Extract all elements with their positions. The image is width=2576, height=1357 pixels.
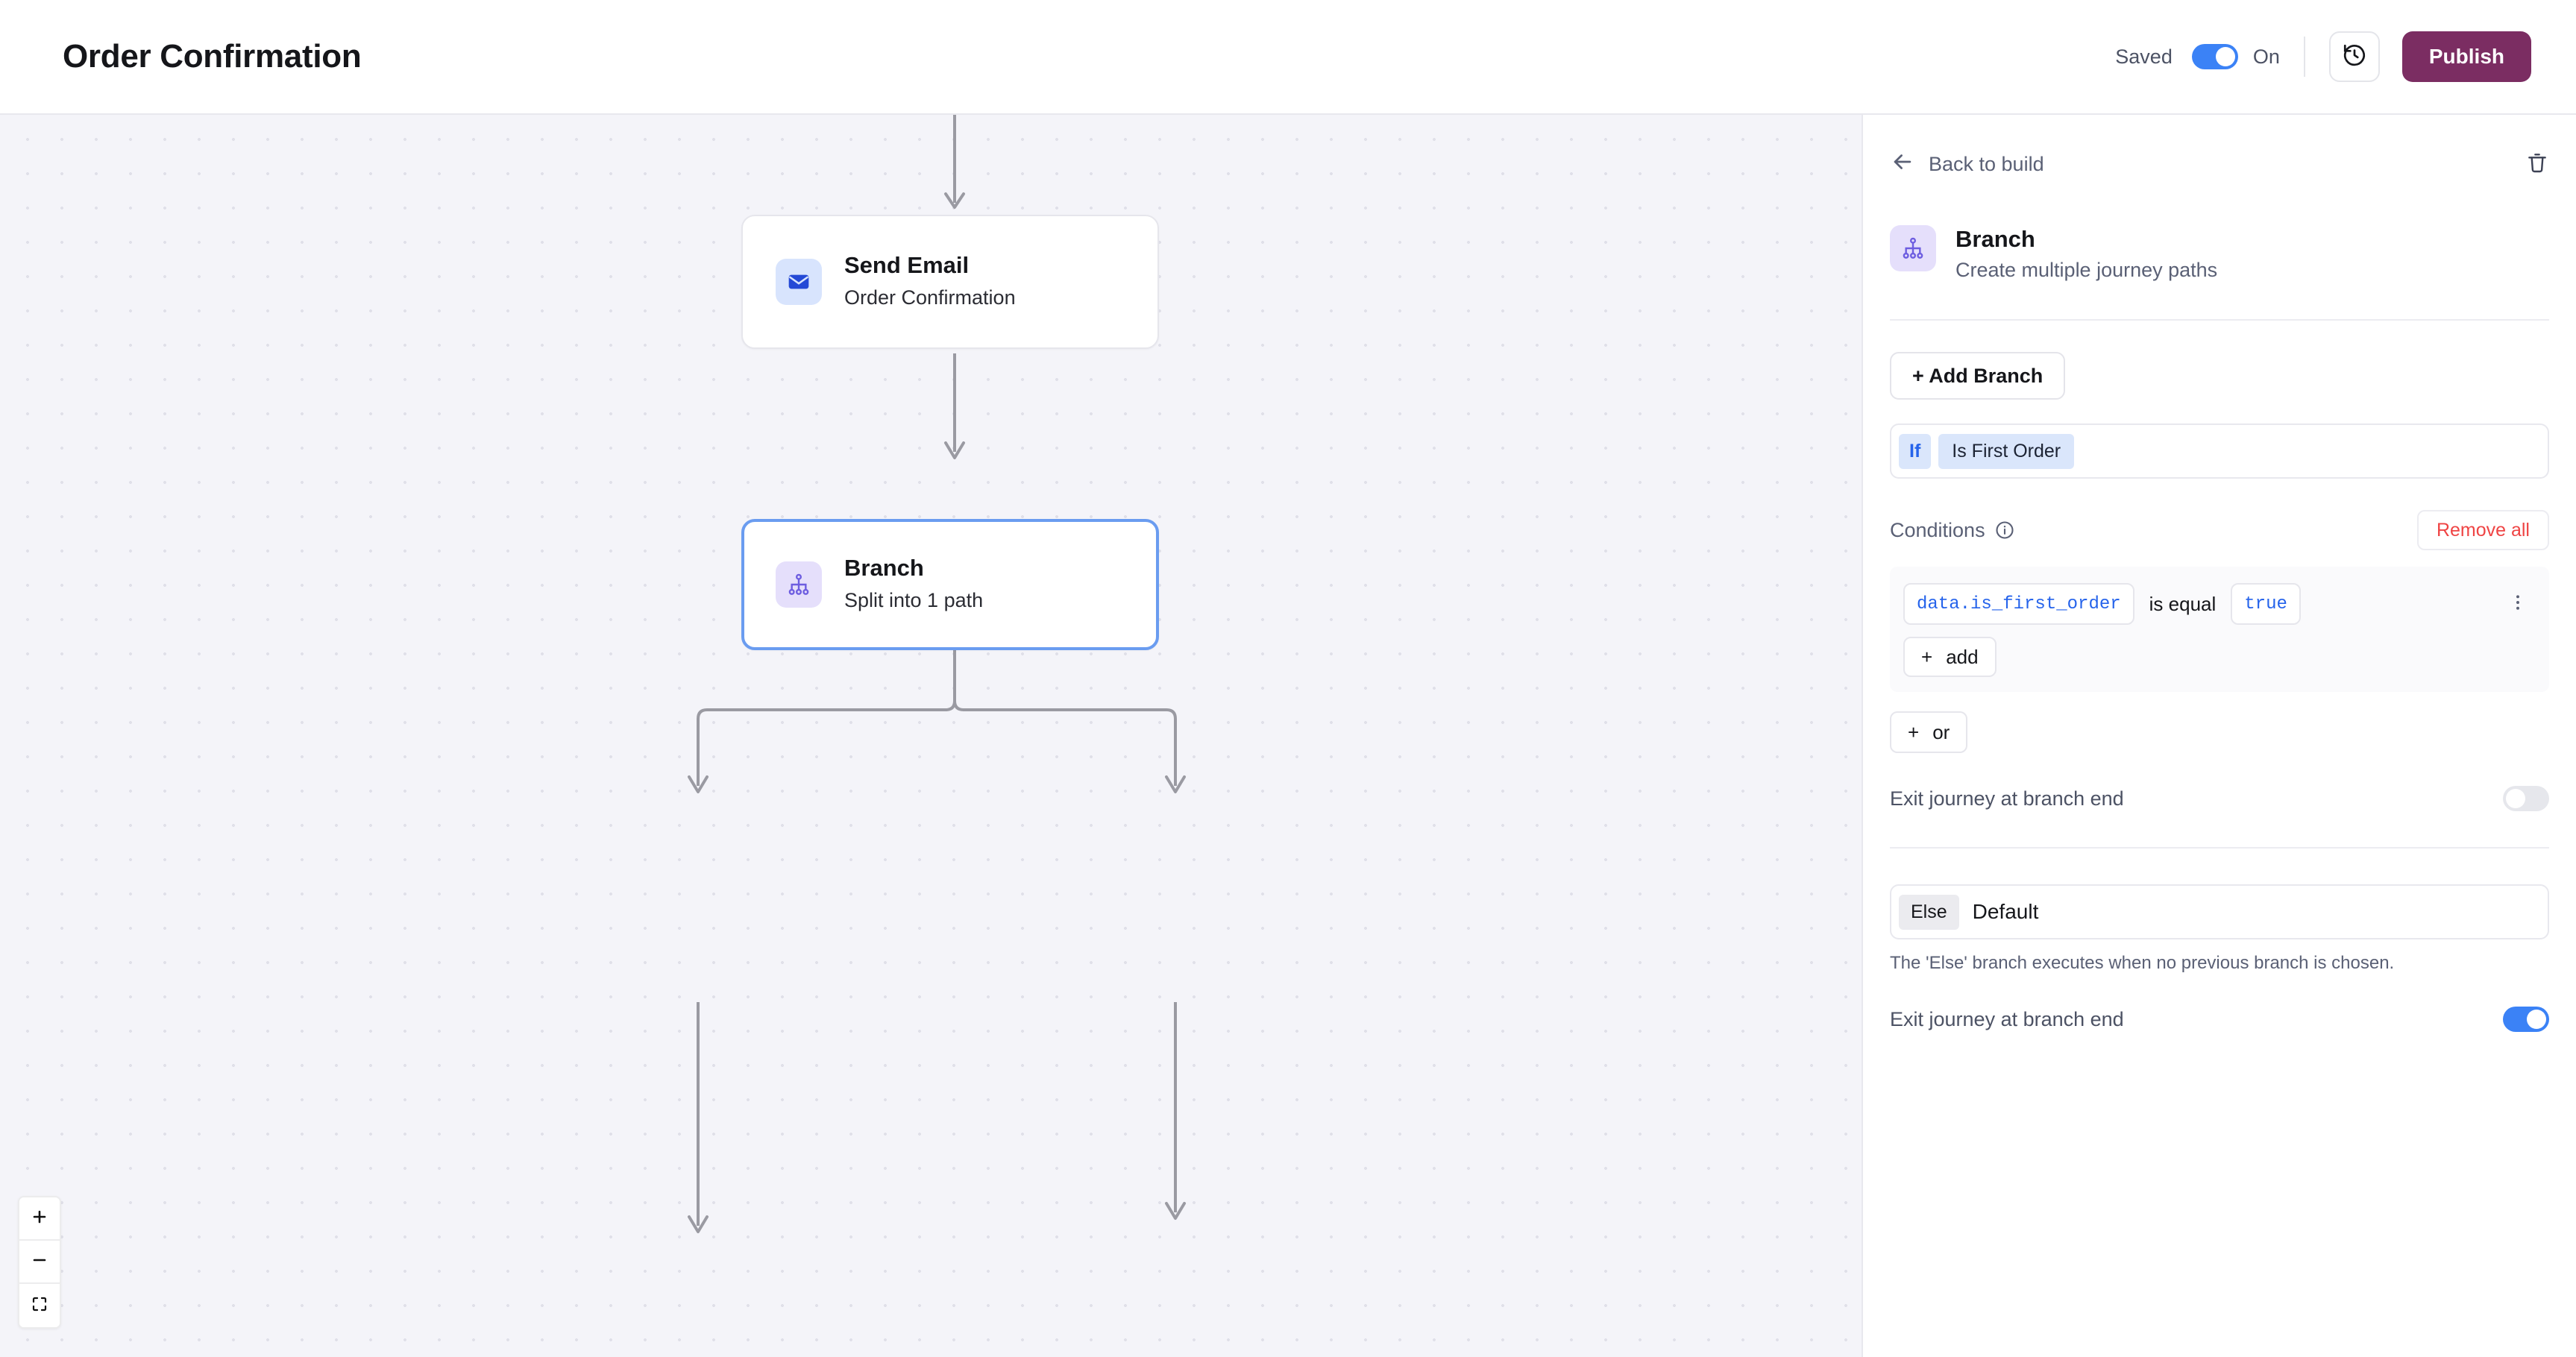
- canvas-node-branch[interactable]: Branch Split into 1 path: [741, 519, 1159, 650]
- header-divider: [2303, 37, 2305, 77]
- saved-status-label: Saved: [2115, 45, 2173, 68]
- if-tag: If: [1899, 433, 1932, 469]
- toggle-knob: [2527, 1010, 2546, 1030]
- else-branch-hint: The 'Else' branch executes when no previ…: [1890, 953, 2395, 974]
- app-header: Order Confirmation Saved On Publish: [0, 0, 2576, 115]
- plus-icon: [31, 1208, 48, 1230]
- branch-icon: [1890, 225, 1936, 271]
- exit-journey-row-else: Exit journey at branch end: [1890, 1007, 2549, 1033]
- condition-field-chip[interactable]: data.is_first_order: [1903, 583, 2134, 626]
- info-icon[interactable]: [1994, 520, 2015, 541]
- back-to-build-label: Back to build: [1929, 152, 2044, 175]
- zoom-out-button[interactable]: [19, 1241, 60, 1284]
- arrow-left-icon: [1890, 149, 1915, 180]
- else-branch-name-row[interactable]: Else Default: [1890, 884, 2549, 940]
- if-branch-name[interactable]: Is First Order: [1938, 433, 2075, 469]
- node-text-branch: Branch Split into 1 path: [844, 554, 983, 615]
- if-branch-name-row[interactable]: If Is First Order: [1890, 424, 2549, 479]
- else-tag: Else: [1899, 894, 1959, 930]
- exit-journey-row-if: Exit journey at branch end: [1890, 786, 2549, 849]
- delete-node-button[interactable]: [2525, 151, 2549, 178]
- exit-journey-toggle-else[interactable]: [2503, 1007, 2549, 1033]
- minus-icon: [31, 1251, 48, 1273]
- panel-node-header: Branch Create multiple journey paths: [1890, 225, 2549, 321]
- panel-topbar: Back to build: [1890, 115, 2549, 194]
- trash-icon: [2525, 151, 2549, 178]
- branch-icon: [776, 561, 822, 608]
- page-title: Order Confirmation: [63, 38, 362, 75]
- exit-journey-toggle-if[interactable]: [2503, 786, 2549, 812]
- fit-screen-icon: [31, 1295, 48, 1317]
- else-branch-block: Else Default The 'Else' branch executes …: [1890, 884, 2549, 1033]
- node-subtitle: Order Confirmation: [844, 286, 1016, 309]
- envelope-icon: [776, 259, 822, 305]
- back-to-build-button[interactable]: Back to build: [1890, 149, 2044, 180]
- zoom-in-button[interactable]: [19, 1197, 60, 1241]
- else-branch-name[interactable]: Default: [1972, 900, 2039, 924]
- or-label: or: [1932, 720, 1950, 743]
- add-or-group-button[interactable]: + or: [1890, 711, 1968, 754]
- fit-view-button[interactable]: [19, 1284, 60, 1327]
- exit-journey-label: Exit journey at branch end: [1890, 787, 2124, 810]
- edge-first-order-to-delay: [688, 1002, 709, 1233]
- add-branch-button[interactable]: + Add Branch: [1890, 352, 2066, 400]
- condition-group: data.is_first_order is equal true + add: [1890, 567, 2549, 693]
- kebab-menu-icon: [2507, 592, 2528, 617]
- journey-canvas[interactable]: Send Email Order Confirmation Branch Spl…: [0, 115, 1862, 1357]
- edge-branch-split: [688, 629, 1186, 793]
- panel-node-subtitle: Create multiple journey paths: [1955, 259, 2218, 282]
- condition-operator[interactable]: is equal: [2149, 592, 2217, 615]
- journey-enabled-toggle[interactable]: [2191, 44, 2238, 69]
- exit-journey-label: Exit journey at branch end: [1890, 1007, 2124, 1030]
- publish-button[interactable]: Publish: [2401, 31, 2531, 82]
- toggle-knob: [2506, 789, 2525, 809]
- condition-value-chip[interactable]: true: [2231, 583, 2301, 626]
- version-history-button[interactable]: [2328, 31, 2380, 82]
- conditions-header: Conditions Remove all: [1890, 510, 2549, 551]
- plus-icon: +: [1921, 645, 1933, 668]
- panel-node-head-text: Branch Create multiple journey paths: [1955, 225, 2217, 282]
- add-condition-label: add: [1946, 645, 1979, 668]
- node-title: Send Email: [844, 252, 970, 279]
- condition-row: data.is_first_order is equal true: [1903, 583, 2536, 626]
- history-icon: [2342, 42, 2367, 72]
- node-subtitle: Split into 1 path: [844, 588, 984, 611]
- conditions-label: Conditions: [1890, 518, 1985, 541]
- header-actions: Saved On Publish: [2115, 31, 2531, 82]
- node-settings-panel: Back to build Branch Create multiple j: [1862, 115, 2576, 1357]
- node-text-send-email: Send Email Order Confirmation: [844, 251, 1016, 312]
- edge-default-to-exit: [1165, 1002, 1186, 1220]
- node-title: Branch: [844, 555, 924, 582]
- remove-all-conditions-button[interactable]: Remove all: [2416, 510, 2549, 551]
- condition-menu-button[interactable]: [2500, 586, 2536, 622]
- add-condition-button[interactable]: + add: [1903, 637, 1997, 678]
- toggle-state-label: On: [2252, 45, 2280, 68]
- toggle-knob: [2215, 47, 2235, 66]
- plus-icon: +: [1908, 720, 1920, 743]
- canvas-node-send-email[interactable]: Send Email Order Confirmation: [741, 215, 1159, 349]
- canvas-zoom-controls: [18, 1196, 61, 1329]
- edge-send-email-to-branch: [944, 353, 965, 459]
- panel-node-title: Branch: [1955, 226, 2035, 252]
- edge-incoming-to-send-email: [944, 115, 965, 209]
